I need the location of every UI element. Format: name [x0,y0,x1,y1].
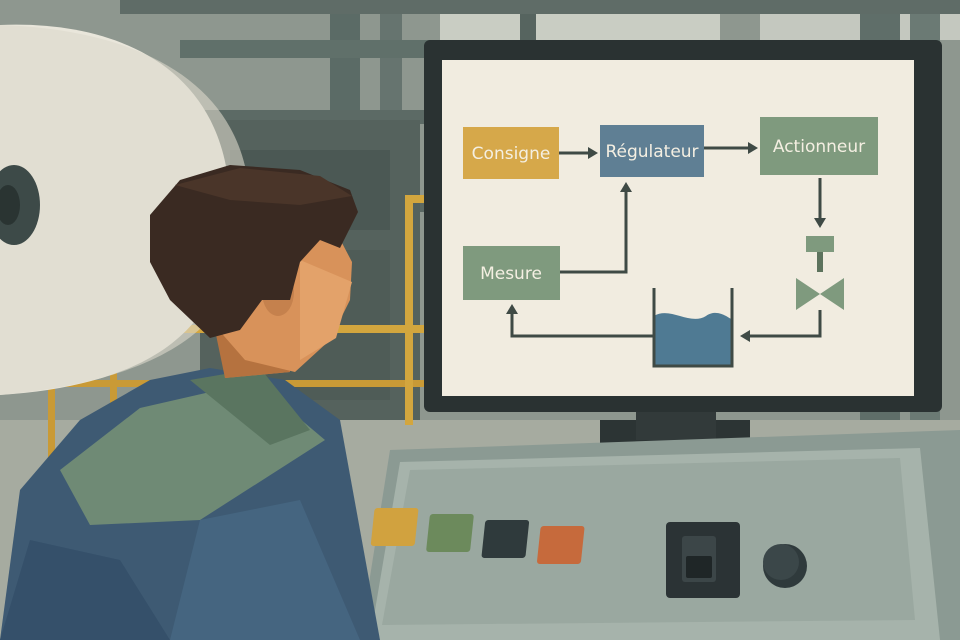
rotary-knob[interactable] [763,544,807,588]
yellow-button[interactable] [370,508,419,546]
diagram-connectors [510,146,822,338]
operator-person [0,165,380,640]
dark-button[interactable] [481,520,530,558]
node-consigne-label: Consigne [472,144,551,164]
node-mesure-label: Mesure [480,264,542,284]
node-regulateur-label: Régulateur [605,142,698,162]
control-loop-diagram: Consigne Régulateur Actionneur Mesure [463,117,878,368]
node-actionneur-label: Actionneur [773,137,865,157]
toggle-switch[interactable] [666,522,740,598]
green-button[interactable] [426,514,474,552]
node-mesure: Mesure [463,246,560,300]
tank-icon [652,288,734,368]
node-actionneur: Actionneur [760,117,878,175]
diagram-arrowheads [506,142,826,342]
node-regulateur: Régulateur [600,125,704,177]
orange-button[interactable] [537,526,585,564]
control-console [360,430,960,640]
node-consigne: Consigne [463,127,559,179]
valve-icon [796,236,844,310]
